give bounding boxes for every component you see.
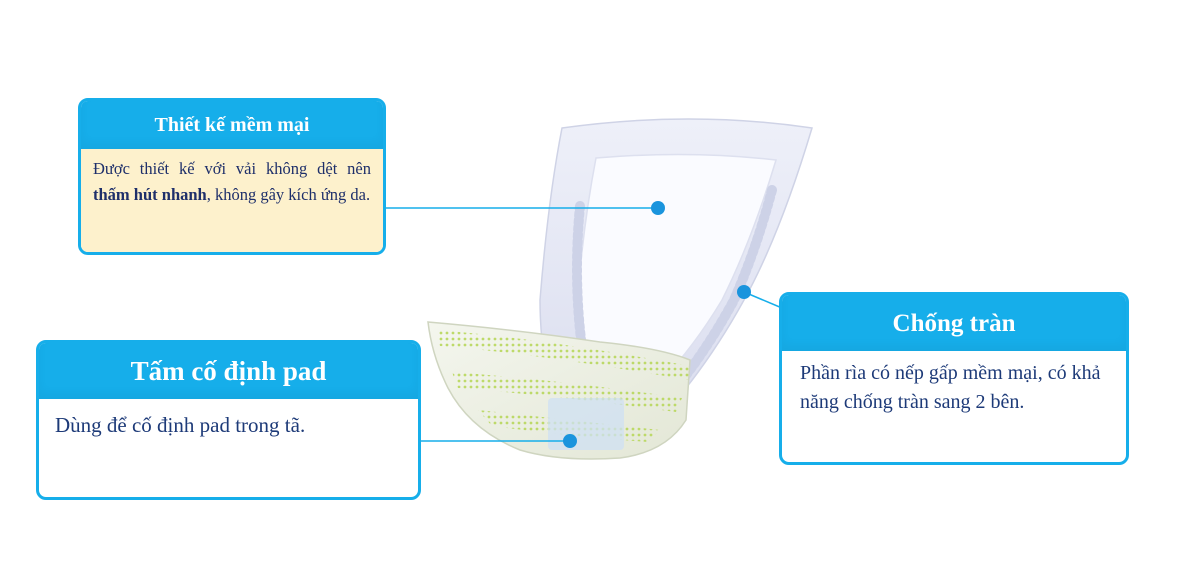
callout-anti-leak-title: Chống tràn <box>782 295 1126 351</box>
callout-soft-design-text-part: Được thiết kế với vải không dệt nên <box>93 159 371 178</box>
fixing-strip <box>548 398 624 450</box>
callout-soft-design-text-end: , không gây kích ứng da. <box>206 185 371 204</box>
marker-dot-anti-leak <box>737 285 751 299</box>
callout-pad-fixing-title: Tấm cố định pad <box>39 343 418 399</box>
callout-pad-fixing: Tấm cố định pad Dùng để cố định pad tron… <box>36 340 421 500</box>
callout-soft-design: Thiết kế mềm mại Được thiết kế với vải k… <box>78 98 386 255</box>
callout-anti-leak-text: Phần rìa có nếp gấp mềm mại, có khả năng… <box>800 362 1101 413</box>
callout-soft-design-bold-text: thấm hút nhanh <box>93 185 207 204</box>
callout-pad-fixing-text: Dùng để cố định pad trong tã. <box>55 413 306 437</box>
callout-soft-design-text: Được thiết kế với vải không dệt nên thấm… <box>81 149 383 252</box>
marker-dot-pad-fixing <box>563 434 577 448</box>
callout-soft-design-title: Thiết kế mềm mại <box>81 101 383 149</box>
marker-dot-soft-design <box>651 201 665 215</box>
callout-anti-leak: Chống tràn Phần rìa có nếp gấp mềm mại, … <box>779 292 1129 465</box>
